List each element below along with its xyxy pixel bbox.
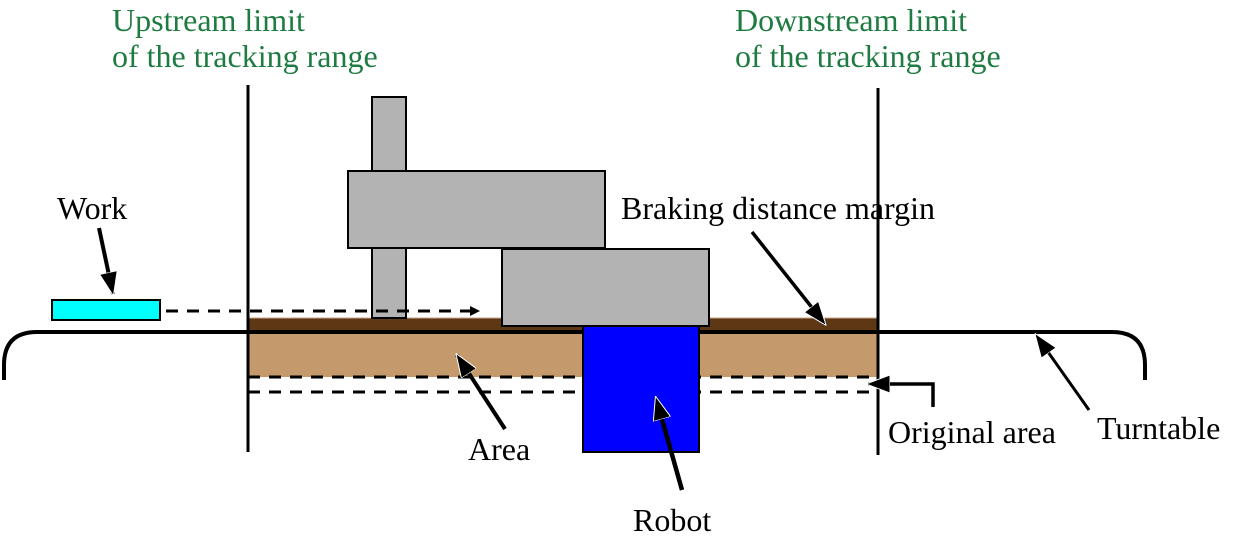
robot-base — [582, 323, 700, 453]
work-piece — [51, 299, 161, 321]
upstream-limit-label-line1: Upstream limit — [112, 2, 305, 38]
area-label: Area — [468, 431, 531, 467]
downstream-limit-label-line1: Downstream limit — [735, 2, 967, 38]
upstream-limit-label: Upstream limit of the tracking range — [112, 2, 378, 74]
work-label: Work — [57, 190, 128, 226]
turntable-leader-arrow — [1036, 335, 1091, 411]
turntable-outline — [2, 330, 1147, 380]
turntable-label: Turntable — [1097, 410, 1221, 446]
tracking-area — [248, 332, 878, 377]
downstream-limit-label: Downstream limit of the tracking range — [735, 2, 1001, 74]
robot-label: Robot — [633, 502, 712, 538]
area-leader-arrow — [457, 355, 507, 431]
robot-leader-arrow — [656, 398, 685, 491]
braking-leader-arrow — [750, 230, 825, 324]
robot-arm-lower — [501, 248, 710, 327]
upstream-limit-label-line2: of the tracking range — [112, 38, 378, 74]
original-area-label: Original area — [888, 414, 1056, 450]
work-leader-arrow — [97, 227, 113, 294]
downstream-limit-label-line2: of the tracking range — [735, 38, 1001, 74]
original-area-leader-arrow — [868, 384, 935, 407]
robot-arm-upper — [347, 170, 606, 249]
braking-distance-margin-label: Braking distance margin — [621, 190, 935, 226]
